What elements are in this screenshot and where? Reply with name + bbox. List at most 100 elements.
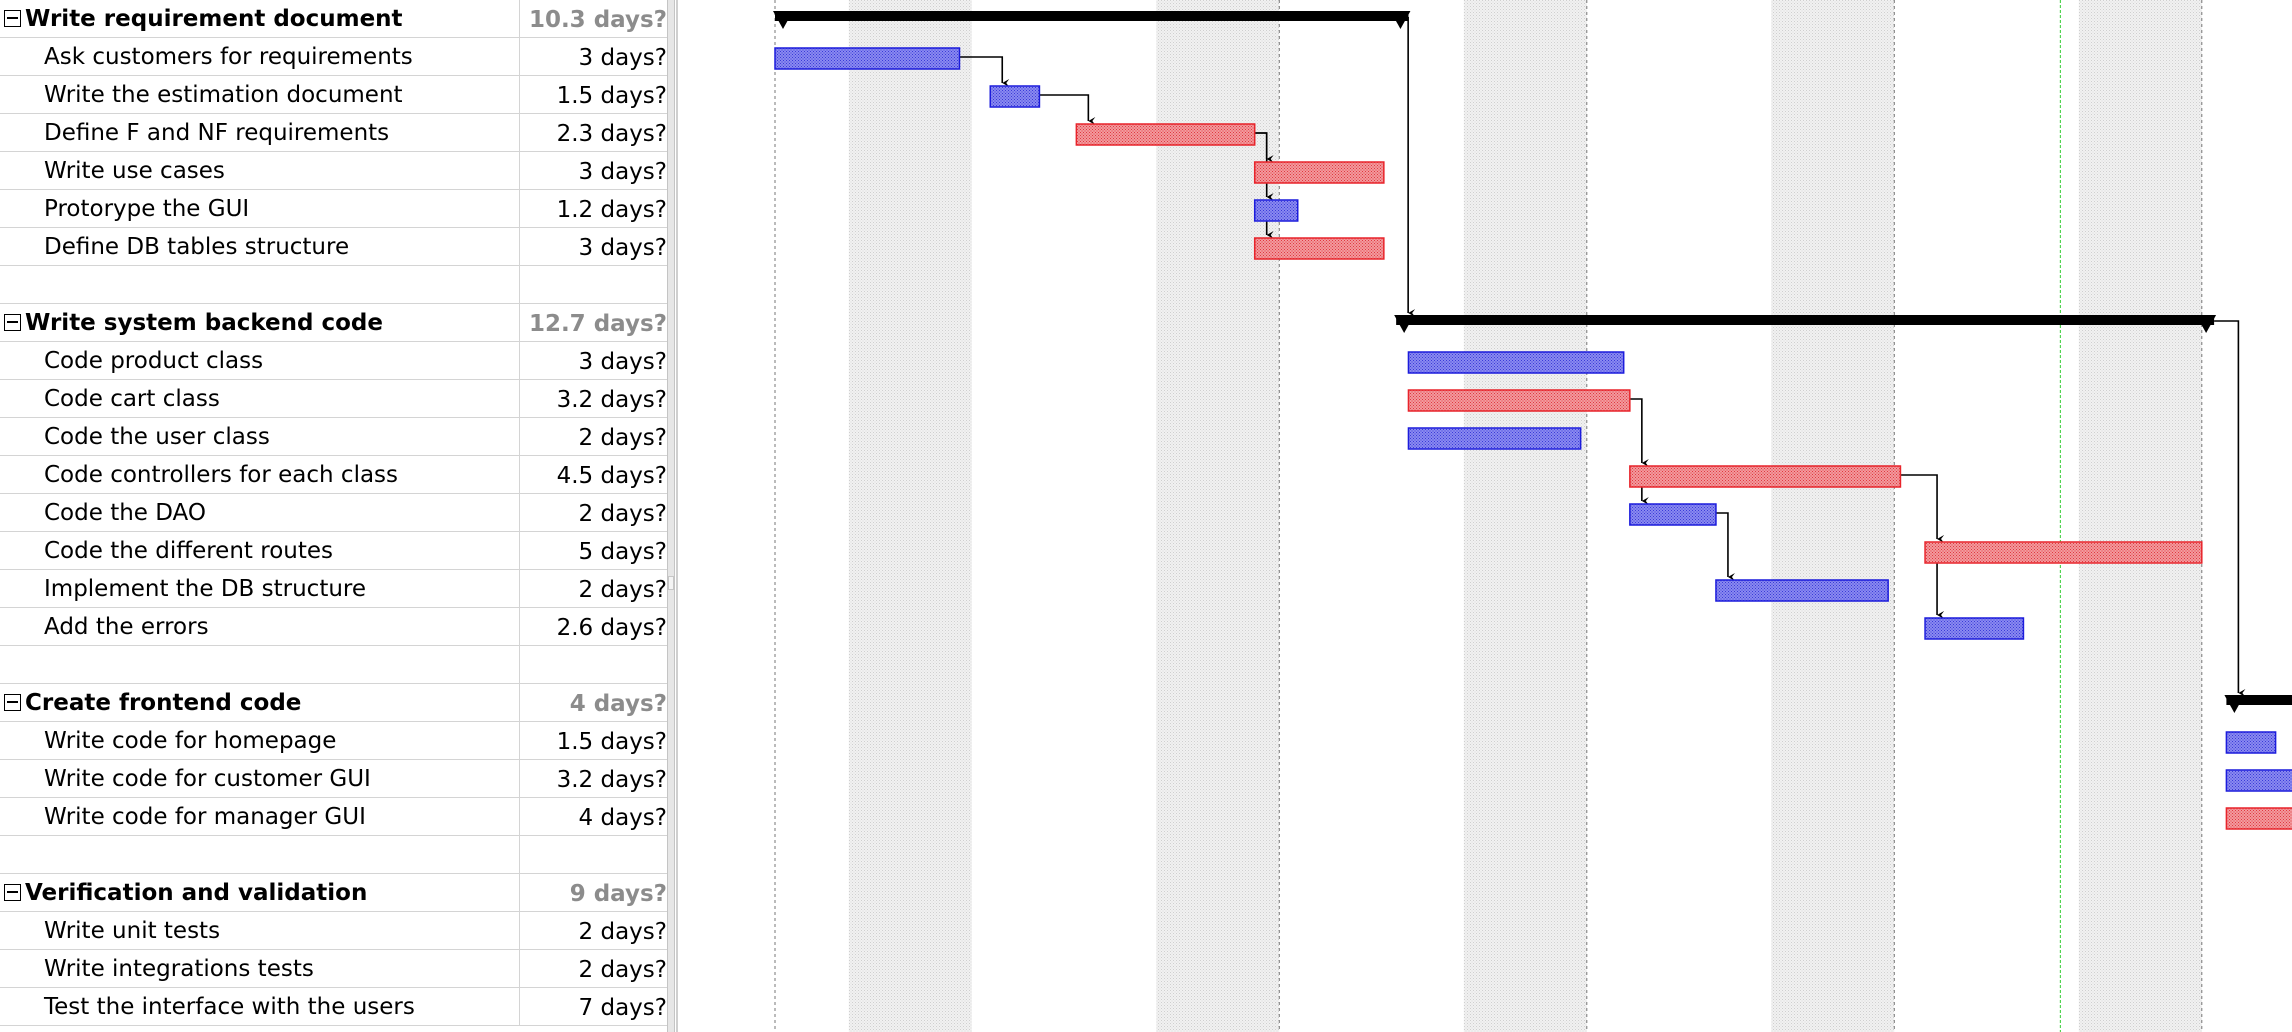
task-name-cell[interactable]: Code the user class xyxy=(0,418,520,455)
blank-row[interactable] xyxy=(0,646,670,684)
task-duration[interactable]: 9 days? xyxy=(569,881,667,907)
task-duration[interactable]: 2 days? xyxy=(578,577,667,603)
task-row[interactable]: Code controllers for each class 4.5 days? xyxy=(0,456,670,494)
task-name-cell[interactable]: Write unit tests xyxy=(0,912,520,949)
task-duration[interactable]: 3 days? xyxy=(578,349,667,375)
summary-bar xyxy=(775,11,1409,21)
collapse-minus-icon[interactable] xyxy=(4,884,21,901)
task-duration[interactable]: 3 days? xyxy=(578,45,667,71)
task-name-cell[interactable] xyxy=(0,646,520,683)
task-row[interactable]: Code the user class 2 days? xyxy=(0,418,670,456)
task-group-row[interactable]: Write requirement document 10.3 days? xyxy=(0,0,670,38)
task-name: Code cart class xyxy=(44,386,220,412)
task-duration[interactable]: 2 days? xyxy=(578,425,667,451)
task-duration[interactable]: 2 days? xyxy=(578,919,667,945)
task-row[interactable]: Code the different routes 5 days? xyxy=(0,532,670,570)
task-name-cell[interactable]: Define DB tables structure xyxy=(0,228,520,265)
task-duration[interactable]: 2 days? xyxy=(578,957,667,983)
panel-splitter[interactable] xyxy=(667,0,675,1032)
task-name: Write use cases xyxy=(44,158,225,184)
task-duration[interactable] xyxy=(520,266,667,303)
collapse-minus-icon[interactable] xyxy=(4,314,21,331)
task-duration[interactable]: 4 days? xyxy=(569,691,667,717)
task-row[interactable]: Ask customers for requirements 3 days? xyxy=(0,38,670,76)
task-name-cell[interactable]: Write system backend code xyxy=(0,304,520,341)
task-row[interactable]: Write code for customer GUI 3.2 days? xyxy=(0,760,670,798)
task-duration[interactable]: 3.2 days? xyxy=(556,387,667,413)
blank-row[interactable] xyxy=(0,266,670,304)
task-row[interactable]: Add the errors 2.6 days? xyxy=(0,608,670,646)
task-duration[interactable]: 1.2 days? xyxy=(556,197,667,223)
task-group-row[interactable]: Write system backend code 12.7 days? xyxy=(0,304,670,342)
task-row[interactable]: Write code for manager GUI 4 days? xyxy=(0,798,670,836)
dependency-arrow xyxy=(959,56,1010,87)
task-name-cell[interactable]: Write code for manager GUI xyxy=(0,798,520,835)
task-duration[interactable]: 5 days? xyxy=(578,539,667,565)
task-duration[interactable]: 12.7 days? xyxy=(528,311,667,337)
task-group-row[interactable]: Create frontend code 4 days? xyxy=(0,684,670,722)
task-name-cell[interactable]: Protorype the GUI xyxy=(0,190,520,227)
task-duration[interactable]: 3 days? xyxy=(578,159,667,185)
task-duration[interactable]: 4 days? xyxy=(578,805,667,831)
task-name-cell[interactable]: Write use cases xyxy=(0,152,520,189)
task-name-cell[interactable]: Write requirement document xyxy=(0,0,520,37)
task-row[interactable]: Write unit tests 2 days? xyxy=(0,912,670,950)
task-name-cell[interactable]: Write integrations tests xyxy=(0,950,520,987)
collapse-minus-icon[interactable] xyxy=(4,694,21,711)
task-row[interactable]: Code the DAO 2 days? xyxy=(0,494,670,532)
task-duration[interactable]: 4.5 days? xyxy=(556,463,667,489)
task-bar xyxy=(1407,427,1582,450)
task-row[interactable]: Implement the DB structure 2 days? xyxy=(0,570,670,608)
task-duration[interactable]: 1.5 days? xyxy=(556,729,667,755)
task-duration[interactable]: 2.6 days? xyxy=(556,615,667,641)
task-duration[interactable] xyxy=(520,646,667,683)
task-name-cell[interactable]: Code the different routes xyxy=(0,532,520,569)
task-bar xyxy=(1253,199,1299,222)
critical-task-bar xyxy=(1075,123,1256,146)
task-row[interactable]: Write code for homepage 1.5 days? xyxy=(0,722,670,760)
task-duration[interactable]: 1.5 days? xyxy=(556,83,667,109)
critical-task-bar xyxy=(1253,161,1385,184)
task-name-cell[interactable]: Add the errors xyxy=(0,608,520,645)
task-name-cell[interactable]: Define F and NF requirements xyxy=(0,114,520,151)
task-duration[interactable]: 3 days? xyxy=(578,235,667,261)
task-duration[interactable]: 10.3 days? xyxy=(528,7,667,33)
task-duration[interactable]: 3.2 days? xyxy=(556,767,667,793)
task-row[interactable]: Code product class 3 days? xyxy=(0,342,670,380)
task-row[interactable]: Write the estimation document 1.5 days? xyxy=(0,76,670,114)
task-name-cell[interactable]: Ask customers for requirements xyxy=(0,38,520,75)
task-name-cell[interactable] xyxy=(0,836,520,873)
task-row[interactable]: Code cart class 3.2 days? xyxy=(0,380,670,418)
summary-end-cap xyxy=(2196,315,2217,333)
task-name-cell[interactable]: Verification and validation xyxy=(0,874,520,911)
task-name-cell[interactable]: Write the estimation document xyxy=(0,76,520,113)
task-row[interactable]: Write integrations tests 2 days? xyxy=(0,950,670,988)
task-name-cell[interactable]: Write code for customer GUI xyxy=(0,760,520,797)
task-duration[interactable]: 2 days? xyxy=(578,501,667,527)
summary-start-cap xyxy=(773,11,793,29)
critical-task-bar xyxy=(1253,237,1385,260)
task-group-row[interactable]: Verification and validation 9 days? xyxy=(0,874,670,912)
task-row[interactable]: Test the interface with the users 7 days? xyxy=(0,988,670,1026)
task-name-cell[interactable]: Write code for homepage xyxy=(0,722,520,759)
task-row[interactable]: Write use cases 3 days? xyxy=(0,152,670,190)
task-name-cell[interactable]: Code cart class xyxy=(0,380,520,417)
task-duration[interactable]: 7 days? xyxy=(578,995,667,1021)
task-name-cell[interactable]: Code product class xyxy=(0,342,520,379)
blank-row[interactable] xyxy=(0,836,670,874)
task-row[interactable]: Define DB tables structure 3 days? xyxy=(0,228,670,266)
task-bar xyxy=(1715,579,1889,602)
splitter-grip-icon[interactable] xyxy=(668,576,674,590)
task-name-cell[interactable]: Code the DAO xyxy=(0,494,520,531)
task-row[interactable]: Define F and NF requirements 2.3 days? xyxy=(0,114,670,152)
task-duration[interactable] xyxy=(520,836,667,873)
dependency-arrow xyxy=(2214,320,2246,697)
task-name-cell[interactable]: Code controllers for each class xyxy=(0,456,520,493)
task-name-cell[interactable]: Test the interface with the users xyxy=(0,988,520,1025)
task-name-cell[interactable]: Implement the DB structure xyxy=(0,570,520,607)
task-name-cell[interactable] xyxy=(0,266,520,303)
task-duration[interactable]: 2.3 days? xyxy=(556,121,667,147)
collapse-minus-icon[interactable] xyxy=(4,10,21,27)
task-name-cell[interactable]: Create frontend code xyxy=(0,684,520,721)
task-row[interactable]: Protorype the GUI 1.2 days? xyxy=(0,190,670,228)
